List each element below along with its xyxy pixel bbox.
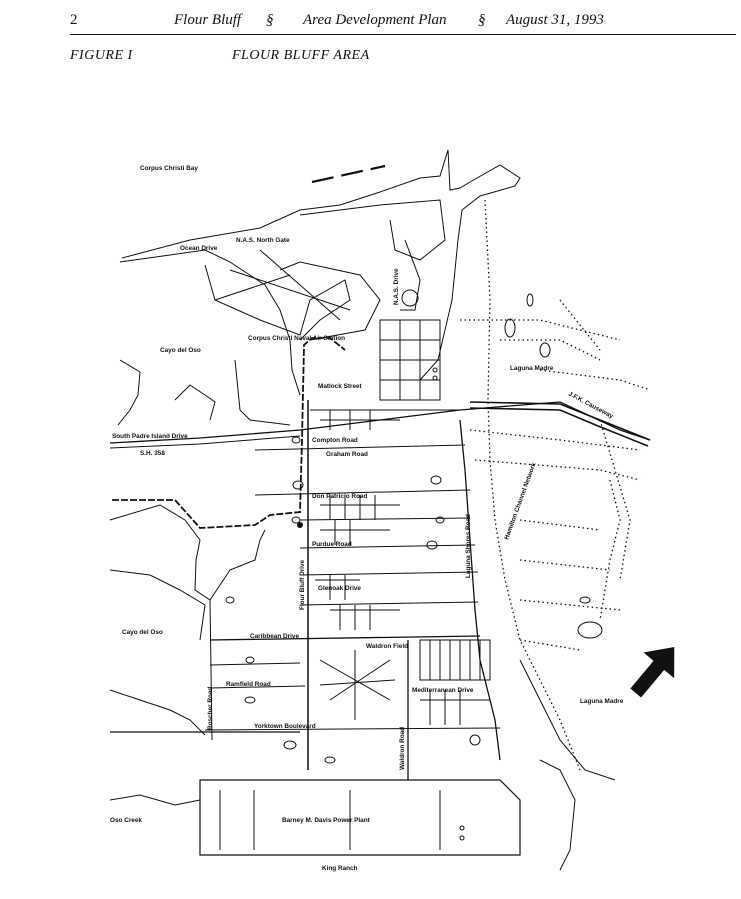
label-king-ranch: King Ranch bbox=[322, 865, 358, 872]
label-laguna-madre: Laguna Madre bbox=[580, 698, 624, 705]
header-title-left: Flour Bluff bbox=[174, 12, 242, 28]
label-glenoak-drive: Glenoak Drive bbox=[318, 585, 361, 592]
coastline-laguna-madre bbox=[519, 659, 616, 781]
label-laguna-madre: Laguna Madre bbox=[510, 365, 554, 372]
coastline-north bbox=[121, 149, 521, 381]
nas-runways bbox=[204, 249, 351, 341]
power-plant-boundary bbox=[199, 779, 521, 856]
label-caribbean-drive: Caribbean Drive bbox=[250, 633, 299, 640]
label-compton-road: Compton Road bbox=[312, 437, 358, 444]
label-power-plant: Barney M. Davis Power Plant bbox=[282, 817, 371, 824]
label-matlock-street: Matlock Street bbox=[318, 383, 363, 390]
laguna-shores-road bbox=[459, 419, 501, 761]
label-laguna-shores-road: Laguna Shores Road bbox=[465, 514, 472, 578]
jfk-causeway bbox=[469, 401, 651, 441]
shoreline-cayo-del-oso bbox=[119, 249, 301, 396]
figure-label: FIGURE I bbox=[70, 48, 133, 63]
label-don-patricio-road: Don Patricio Road bbox=[312, 493, 367, 500]
header-date: August 31, 1993 bbox=[506, 12, 604, 28]
figure-title: FLOUR BLUFF AREA bbox=[232, 48, 370, 63]
section-mark: § bbox=[478, 12, 486, 28]
railroad bbox=[112, 337, 346, 529]
page-header: 2 Flour Bluff § Area Development Plan § … bbox=[70, 8, 736, 35]
page-number: 2 bbox=[70, 12, 78, 28]
waldron-field-runways bbox=[319, 650, 396, 720]
north-arrow-icon bbox=[630, 647, 675, 698]
label-roscher-road: Roscher Road bbox=[207, 687, 214, 730]
label-cayo-del-oso: Cayo del Oso bbox=[122, 629, 163, 636]
label-cayo-del-oso: Cayo del Oso bbox=[160, 347, 201, 354]
label-nas-north-gate: N.A.S. North Gate bbox=[236, 237, 290, 244]
label-graham-road: Graham Road bbox=[326, 451, 368, 458]
label-flour-bluff-drive: Flour Bluff Drive bbox=[299, 559, 306, 610]
label-sh358: S.H. 358 bbox=[140, 450, 165, 457]
label-naval-air-station: Corpus Christi Naval Air Station bbox=[248, 335, 345, 342]
label-ramfield-road: Ramfield Road bbox=[226, 681, 271, 688]
label-yorktown-boulevard: Yorktown Boulevard bbox=[254, 723, 316, 730]
label-south-padre-island-drive: South Padre Island Drive bbox=[112, 433, 188, 440]
label-waldron-road: Waldron Road bbox=[399, 727, 406, 770]
label-ocean-drive: Ocean Drive bbox=[180, 245, 218, 252]
label-hamilton-channel: Hamilton Channel Network bbox=[503, 461, 538, 540]
label-purdue-road: Purdue Road bbox=[312, 541, 352, 548]
label-nas-drive: N.A.S. Drive bbox=[393, 268, 400, 305]
label-oso-creek: Oso Creek bbox=[110, 817, 142, 824]
section-mark: § bbox=[266, 12, 274, 28]
label-mediterranean-drive: Mediterranean Drive bbox=[412, 687, 474, 694]
header-title-middle: Area Development Plan bbox=[303, 12, 447, 28]
label-waldron-field: Waldron Field bbox=[366, 643, 408, 650]
label-corpus-christi-bay: Corpus Christi Bay bbox=[140, 165, 198, 172]
